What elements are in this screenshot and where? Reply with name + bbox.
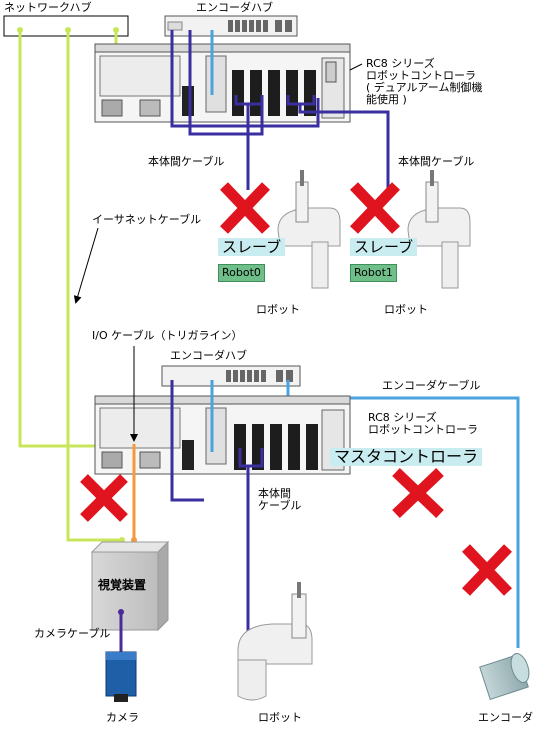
robot-bottom-label: ロボット	[258, 711, 302, 724]
encoder-icon	[479, 653, 530, 700]
controller-top-icon	[94, 43, 351, 123]
body-cable-bottom-label: 本体間 ケーブル	[258, 487, 302, 512]
rc8-bottom-label: RC8 シリーズ ロボットコントローラ	[368, 411, 478, 436]
encoder-hub-bottom-label: エンコーダハブ	[170, 349, 247, 362]
robot1-tag: Robot1	[350, 264, 397, 282]
robot-right-label: ロボット	[384, 303, 428, 316]
cross-icon	[350, 182, 400, 234]
cross-icon	[392, 468, 444, 518]
camera-icon	[105, 651, 137, 702]
cross-icon	[80, 474, 128, 522]
body-cable-right-label: 本体間ケーブル	[398, 155, 475, 168]
ethernet-cable-label: イーサネットケーブル	[92, 213, 202, 226]
encoder-hub-bottom-icon	[161, 365, 301, 387]
robot-bottom-icon	[237, 582, 313, 701]
cross-icon	[220, 182, 270, 234]
master-controller-tag: マスタコントローラ	[330, 448, 483, 466]
io-cable-label: I/O ケーブル（トリガライン）	[92, 329, 243, 342]
encoder-cable-label: エンコーダケーブル	[382, 379, 481, 392]
camera-cable-label: カメラケーブル	[34, 627, 111, 640]
cross-icon	[462, 544, 512, 596]
vision-device-icon	[90, 540, 170, 632]
robot-right-icon	[407, 170, 471, 289]
rc8-top-label: RC8 シリーズ ロボットコントローラ ( デュアルアーム制御機 能使用 )	[366, 57, 483, 106]
robot-left-icon	[277, 170, 341, 289]
encoder-hub-top-icon	[164, 15, 298, 37]
arrow-icon	[349, 63, 363, 71]
encoder-label: エンコーダ	[478, 711, 533, 724]
arrow-icon	[73, 227, 99, 304]
body-cable-left-label: 本体間ケーブル	[148, 155, 225, 168]
camera-label: カメラ	[106, 711, 139, 724]
network-hub-label: ネットワークハブ	[4, 1, 92, 14]
slave-left-tag: スレーブ	[218, 238, 286, 256]
network-hub-icon	[3, 15, 129, 37]
robot0-tag: Robot0	[218, 264, 265, 282]
slave-right-tag: スレーブ	[350, 238, 418, 256]
robot-left-label: ロボット	[256, 303, 300, 316]
encoder-hub-top-label: エンコーダハブ	[196, 1, 273, 14]
vision-device-label: 視覚装置	[98, 578, 147, 592]
